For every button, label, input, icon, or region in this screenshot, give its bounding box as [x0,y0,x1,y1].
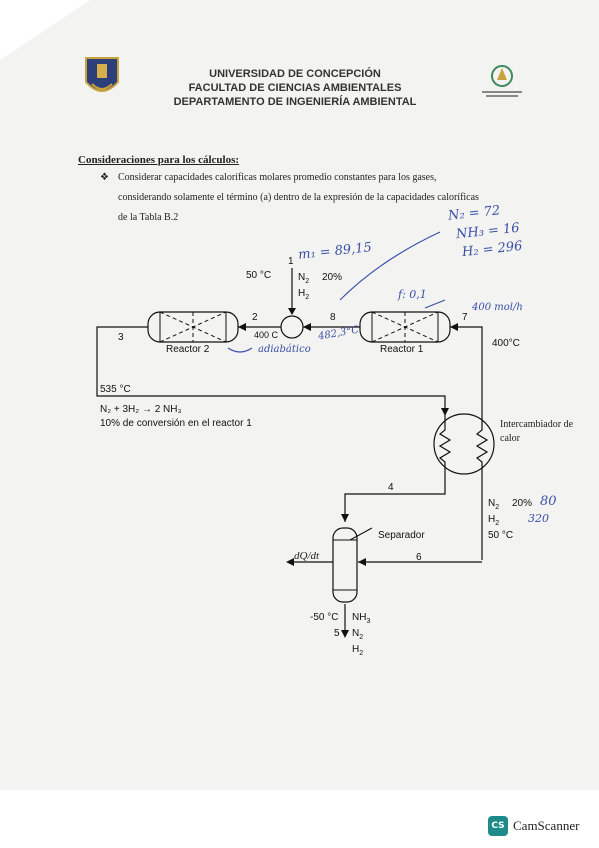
consideration-line-1: Considerar capacidades caloríficas molar… [118,172,437,183]
stream-2-label: 2 [252,312,258,323]
stream-3-label: 3 [118,332,124,343]
reactor-2-label: Reactor 2 [166,344,210,355]
bullet-icon: ❖ [100,172,109,183]
mixer-temperature: 400 C [254,330,279,340]
flow-arrows [238,308,458,638]
mixer-node [280,315,304,339]
stream-6-label: 6 [416,552,422,563]
bottoms-nh3: NH3 [352,612,371,625]
separator-temperature: -50 °C [310,612,339,623]
reactor-1-outlet-temperature: 400°C [492,338,520,349]
faculty-logo-icon [482,65,522,97]
stream-7-label: 7 [462,312,468,323]
product-n2-percent: 20% [512,498,533,509]
university-crest-icon [85,57,119,92]
handwritten-flow: 400 mol/h [472,302,523,313]
scanner-watermark: CS CamScanner [488,816,579,836]
handwritten-marks [227,231,446,353]
stream-5-label: 5 [334,628,340,639]
handwritten-adiabatic: adiabático [258,344,311,355]
consideration-line-2: considerando solamente el término (a) de… [118,192,479,203]
bottoms-n2: N2 [352,628,364,641]
stream-8-label: 8 [330,312,336,323]
feed-n2: N2 [298,272,310,285]
heat-exchanger [433,413,495,475]
separator-vessel [332,527,373,603]
header-university: UNIVERSIDAD DE CONCEPCIÓN [209,68,381,80]
consideration-line-3: de la Tabla B.2 [118,212,179,223]
camscanner-logo-icon: CS [488,816,508,836]
product-n2: N2 [488,498,500,511]
handwritten-fraction: f: 0,1 [398,288,427,301]
header-department: DEPARTAMENTO DE INGENIERÍA AMBIENTAL [173,96,417,108]
feed-temperature: 50 °C [246,270,272,281]
stream-3-temperature: 535 °C [100,384,131,395]
exchanger-label: Intercambiador de calor [500,419,574,444]
handwritten-h2-320: 320 [528,512,549,525]
heat-removal-label: dQ/dt [294,550,320,562]
bottoms-h2: H2 [352,644,364,657]
reactor-1-vessel [359,311,451,343]
camscanner-label: CamScanner [513,818,580,833]
product-h2: H2 [488,514,500,527]
diagram-canvas [85,57,522,638]
product-temperature: 50 °C [488,530,514,541]
reactor-1-label: Reactor 1 [380,344,424,355]
feed-n2-percent: 20% [322,272,343,283]
section-title: Consideraciones para los cálculos: [78,154,240,166]
process-lines [96,268,483,632]
page-fold-corner [0,0,90,60]
reactor-2-vessel [147,311,239,343]
feed-h2: H2 [298,288,310,301]
handwritten-n2-80: 80 [540,494,557,509]
scanned-page: UNIVERSIDAD DE CONCEPCIÓN FACULTAD DE CI… [0,0,599,790]
stream-4-label: 4 [388,482,394,493]
conversion-note: 10% de conversión en el reactor 1 [100,418,252,429]
separator-label: Separador [378,530,425,541]
header-faculty: FACULTAD DE CIENCIAS AMBIENTALES [188,82,402,94]
reaction-equation: N₂ + 3H₂ → 2 NH₃ [100,404,182,415]
stream-1-label: 1 [288,256,294,267]
